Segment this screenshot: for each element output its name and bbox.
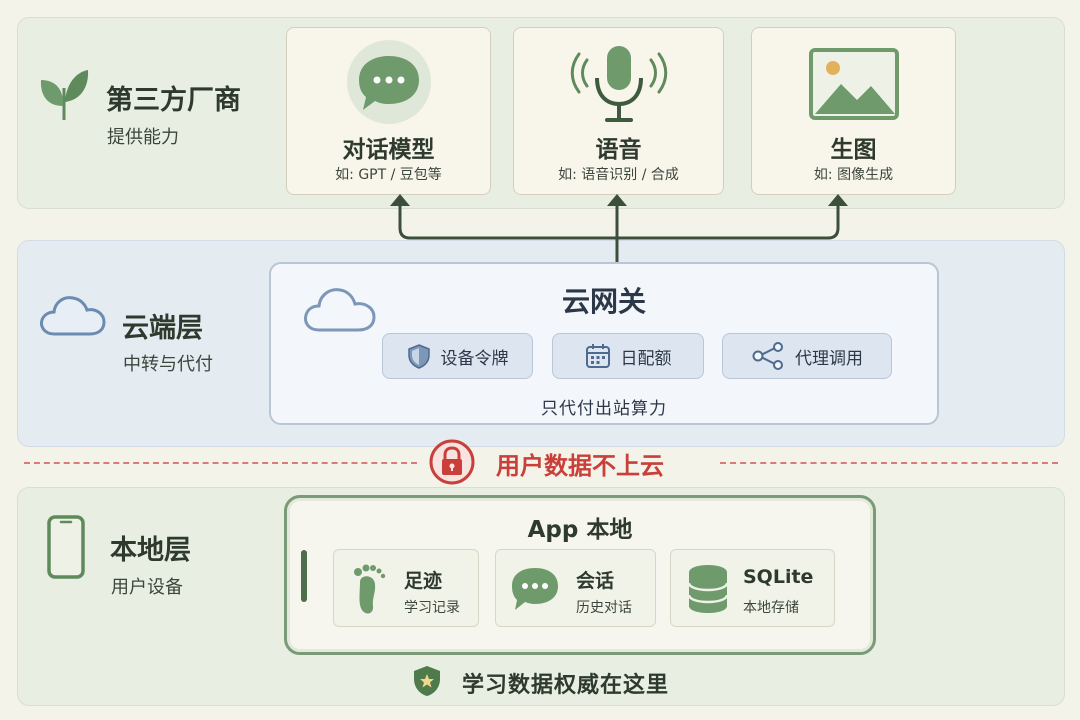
database-icon (687, 565, 729, 613)
module-title: SQLite (743, 566, 814, 588)
provider-card-voice: 语音 如: 语音识别 / 合成 (513, 27, 724, 195)
module-title: 足迹 (404, 570, 443, 592)
shield-icon (407, 344, 430, 369)
share-icon (752, 342, 783, 370)
feature-label: 日配额 (620, 348, 672, 369)
feature-proxy-call: 代理调用 (722, 333, 892, 379)
module-title: 会话 (576, 570, 615, 592)
privacy-divider-left (24, 462, 417, 464)
gateway-title: 云网关 (561, 285, 646, 318)
module-conversation: 会话 历史对话 (495, 549, 656, 627)
local-layer-title: 本地层 (110, 535, 191, 566)
privacy-text: 用户数据不上云 (496, 452, 664, 480)
provider-card-chat: 对话模型 如: GPT / 豆包等 (286, 27, 491, 195)
app-local: App 本地 足迹 学习记录 会话 历史对话 SQLite 本地存储 (284, 495, 876, 655)
footer-text: 学习数据权威在这里 (462, 673, 670, 698)
feature-device-token: 设备令牌 (382, 333, 533, 379)
provider-title: 语音 (595, 137, 642, 163)
provider-subtitle: 如: GPT / 豆包等 (335, 167, 442, 183)
module-subtitle: 学习记录 (404, 600, 460, 616)
feature-label: 代理调用 (795, 348, 863, 369)
module-sqlite: SQLite 本地存储 (670, 549, 835, 627)
provider-subtitle: 如: 语音识别 / 合成 (558, 167, 679, 183)
feature-daily-quota: 日配额 (552, 333, 704, 379)
calendar-icon (585, 344, 610, 368)
cloud-layer-title: 云端层 (122, 313, 203, 344)
cloud-icon (40, 296, 106, 336)
module-subtitle: 历史对话 (576, 600, 632, 616)
gateway-footer: 只代付出站算力 (541, 399, 667, 419)
module-subtitle: 本地存储 (743, 600, 799, 616)
leaf-icon (40, 70, 89, 121)
chat-bubble-icon (512, 568, 558, 610)
third-party-layer-title: 第三方厂商 (106, 85, 241, 116)
module-footprint: 足迹 学习记录 (333, 549, 479, 627)
cloud-gateway: 云网关 设备令牌 日配额 代理调用 只代付出站算力 (269, 262, 939, 425)
provider-title: 对话模型 (342, 137, 435, 163)
privacy-divider-right (720, 462, 1058, 464)
chat-bubble-icon (346, 40, 431, 124)
image-icon (808, 48, 899, 120)
provider-card-image: 生图 如: 图像生成 (751, 27, 956, 195)
app-title: App 本地 (527, 517, 633, 543)
provider-subtitle: 如: 图像生成 (813, 167, 894, 183)
cloud-icon (304, 288, 376, 332)
shield-star-icon (414, 666, 440, 696)
microphone-icon (570, 46, 667, 122)
footprint-icon (354, 564, 386, 614)
cloud-layer-subtitle: 中转与代付 (123, 354, 213, 375)
third-party-layer-subtitle: 提供能力 (107, 127, 179, 148)
feature-label: 设备令牌 (440, 348, 509, 369)
app-accent-bar (301, 550, 307, 602)
provider-title: 生图 (830, 137, 877, 163)
phone-icon (47, 515, 85, 579)
lock-icon (429, 439, 475, 485)
local-layer-subtitle: 用户设备 (111, 577, 183, 598)
